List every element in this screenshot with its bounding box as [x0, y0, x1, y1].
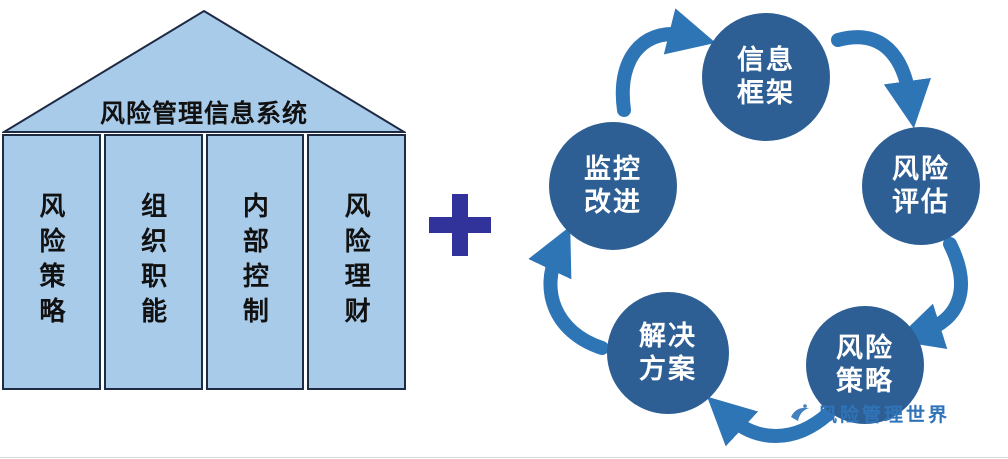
arrow-strategy-to-solution	[707, 396, 835, 447]
bottom-divider	[0, 457, 1008, 458]
node-label-line: 评估	[892, 187, 950, 217]
node-label-line: 监控	[584, 154, 642, 185]
house-roof	[2, 9, 406, 133]
node-label-line: 框架	[737, 78, 795, 108]
arrow-assessment-to-strategy	[894, 237, 968, 349]
node-label-line: 信息	[737, 45, 795, 76]
house-roof-title: 风险管理信息系统	[99, 100, 308, 128]
node-label-line: 风险	[892, 154, 950, 185]
watermark-text: 风险管理世界	[818, 405, 951, 426]
watermark: 风险管理世界	[788, 400, 950, 427]
node-label-line: 策略	[836, 366, 894, 396]
plus-icon	[429, 194, 491, 256]
pillar-risk-strategy: 风险策略	[2, 134, 101, 390]
cycle-node-risk-strategy: 风险 策略	[806, 306, 924, 424]
pillar-organizational-functions: 组织职能	[103, 134, 203, 390]
house-diagram: 风险管理信息系统 风险策略 组织职能 内部控制 风险理财	[2, 8, 406, 390]
node-label-line: 改进	[584, 187, 642, 217]
pillar-label: 内部控制	[239, 192, 270, 332]
arrow-monitor-to-info	[615, 8, 716, 117]
node-label-line: 风险	[836, 333, 894, 364]
watermark-logo-icon	[791, 403, 809, 421]
house-pillars: 风险策略 组织职能 内部控制 风险理财	[2, 134, 406, 390]
cycle-node-information-framework: 信息 框架	[702, 13, 830, 141]
pillar-internal-control: 内部控制	[205, 134, 305, 390]
pillar-label: 组织职能	[137, 192, 168, 332]
cycle-node-risk-assessment: 风险 评估	[862, 127, 980, 245]
node-label-line: 解决	[639, 321, 697, 352]
arrow-solution-to-monitor	[528, 226, 609, 355]
cycle-node-solution: 解决 方案	[607, 292, 729, 414]
pillar-label: 风险策略	[35, 192, 66, 332]
arrow-info-to-assessment	[831, 30, 932, 129]
pillar-risk-financing: 风险理财	[307, 134, 406, 390]
cycle-node-monitoring-improvement: 监控 改进	[549, 122, 677, 250]
node-label-line: 方案	[639, 354, 697, 384]
pillar-label: 风险理财	[341, 192, 372, 332]
